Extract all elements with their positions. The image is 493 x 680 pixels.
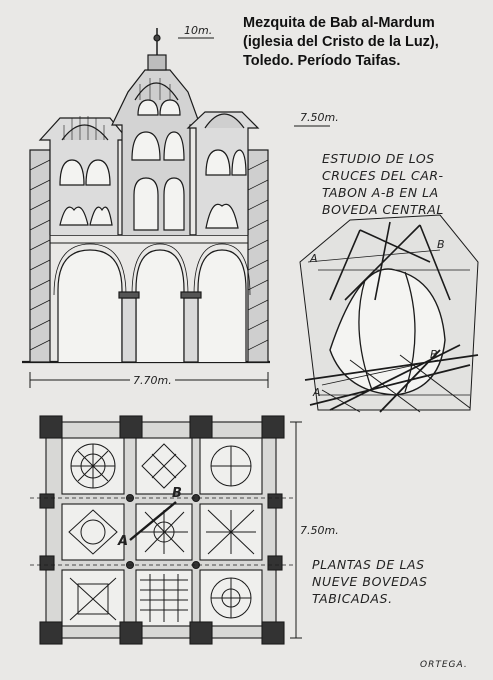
study-point-b-top: B [437,238,445,251]
plan-side-label: 7.50m. [300,524,339,537]
title-line-1: Mezquita de Bab al-Mardum [243,15,435,31]
study-line-3: TABON A-B EN LA [322,185,439,200]
study-point-a-top: A [310,252,318,265]
plan-caption: PLANTAS DE LAS NUEVE BOVEDAS TABICADAS. [312,556,428,607]
plan-point-a: A [118,534,129,549]
scale-label: 10m. [184,24,213,37]
study-line-1: ESTUDIO DE LOS [322,151,435,166]
title-line-3: Toledo. Período Taifas. [243,53,401,69]
drawing-title: Mezquita de Bab al-Mardum (iglesia del C… [243,14,491,71]
study-line-4: BOVEDA CENTRAL [322,202,444,217]
study-line-2: CRUCES DEL CAR- [322,168,444,183]
study-caption: ESTUDIO DE LOS CRUCES DEL CAR- TABON A-B… [322,150,444,218]
study-point-b-bottom: B [430,348,438,361]
plan-point-b: B [172,486,182,501]
title-line-2: (iglesia del Cristo de la Luz), [243,34,439,50]
plan-caption-line-3: TABICADAS. [312,591,393,606]
artist-signature: ORTEGA. [420,660,468,670]
section-width-label: 7.70m. [130,374,175,387]
study-point-a-bottom: A [313,386,321,399]
plan-caption-line-1: PLANTAS DE LAS [312,557,425,572]
plan-caption-line-2: NUEVE BOVEDAS [312,574,428,589]
section-height-label: 7.50m. [300,111,339,124]
